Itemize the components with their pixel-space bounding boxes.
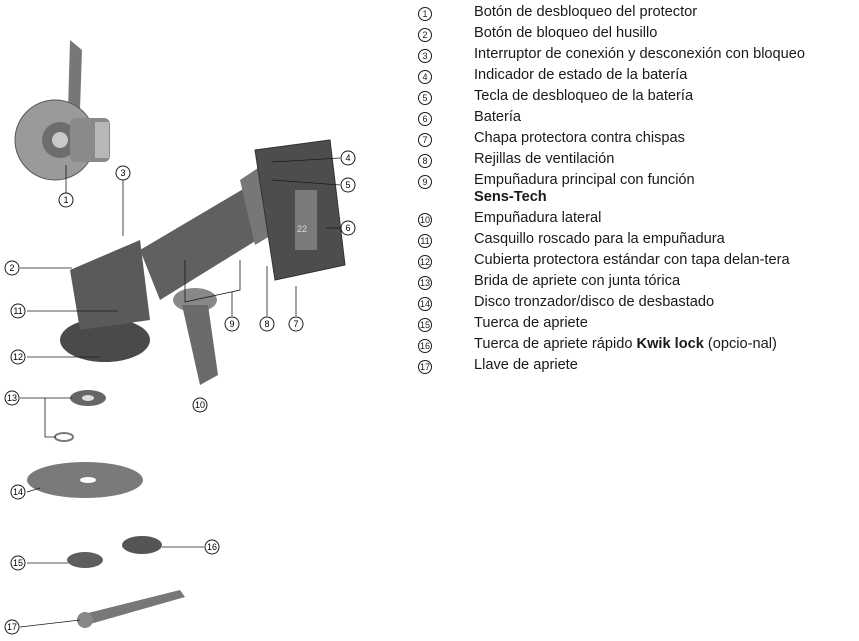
legend-number: 2 bbox=[418, 28, 432, 42]
legend-text: Batería bbox=[474, 109, 522, 125]
legend-number: 5 bbox=[418, 91, 432, 105]
grinder-body: 22 bbox=[60, 139, 346, 362]
battery-mark: 22 bbox=[297, 224, 307, 234]
side-handle bbox=[173, 288, 218, 385]
callout-6: 6 bbox=[345, 223, 350, 233]
legend-item: 10 Empuñadura lateral bbox=[418, 210, 850, 227]
callout-1: 1 bbox=[63, 195, 68, 205]
callout-13: 13 bbox=[7, 393, 17, 403]
legend-text: Indicador de estado de la batería bbox=[474, 67, 688, 83]
legend-text: Disco tronzador/disco de desbastado bbox=[474, 294, 715, 310]
callout-9: 9 bbox=[229, 319, 234, 329]
legend-item: 4 Indicador de estado de la batería bbox=[418, 67, 850, 84]
legend-item: 6 Batería bbox=[418, 109, 850, 126]
callout-11: 11 bbox=[13, 306, 22, 316]
callout-circles: 1 2 3 4 5 6 7 8 9 10 11 12 13 14 15 16 1… bbox=[4, 150, 356, 635]
callout-10: 10 bbox=[195, 400, 205, 410]
legend-item: 17 Llave de apriete bbox=[418, 357, 850, 374]
legend-number: 17 bbox=[418, 360, 432, 374]
legend-item: 3 Interruptor de conexión y desconexión c… bbox=[418, 46, 850, 63]
legend-text: Tuerca de apriete rápido bbox=[474, 336, 633, 352]
legend-text: Tuerca de apriete bbox=[474, 315, 588, 331]
legend-text: Botón de desbloqueo del protector bbox=[474, 4, 698, 20]
legend-text-after: (opcio-nal) bbox=[703, 336, 777, 352]
legend-item: 12 Cubierta protectora estándar con tapa … bbox=[418, 252, 850, 269]
legend-number: 8 bbox=[418, 154, 432, 168]
legend-number: 9 bbox=[418, 175, 432, 189]
legend-text: Brida de apriete con junta tórica bbox=[474, 273, 681, 289]
legend-text: Tecla de desbloqueo de la batería bbox=[474, 88, 694, 104]
legend-item: 14 Disco tronzador/disco de desbastado bbox=[418, 294, 850, 311]
legend-number: 11 bbox=[418, 234, 432, 248]
legend-bold-term: Kwik lock bbox=[636, 336, 704, 352]
legend-number: 13 bbox=[418, 276, 432, 290]
legend-text: Botón de bloqueo del husillo bbox=[474, 25, 658, 41]
legend-number: 15 bbox=[418, 318, 432, 332]
accessories bbox=[27, 390, 185, 628]
callout-17: 17 bbox=[7, 622, 17, 632]
legend-item: 1 Botón de desbloqueo del protector bbox=[418, 4, 850, 21]
legend-text: Casquillo roscado para la empuñadura bbox=[474, 231, 725, 247]
callout-labels bbox=[19, 157, 341, 628]
callout-12: 12 bbox=[13, 352, 23, 362]
legend-item: 13 Brida de apriete con junta tórica bbox=[418, 273, 850, 290]
legend-number: 3 bbox=[418, 49, 432, 63]
legend-item: 8 Rejillas de ventilación bbox=[418, 151, 850, 168]
callout-16: 16 bbox=[207, 542, 217, 552]
legend-item: 11 Casquillo roscado para la empuñadura bbox=[418, 231, 850, 248]
legend-bold-term: Sens-Tech bbox=[474, 189, 547, 205]
legend-number: 10 bbox=[418, 213, 432, 227]
legend-number: 1 bbox=[418, 7, 432, 21]
callout-2: 2 bbox=[9, 263, 14, 273]
legend-text: Empuñadura principal con función bbox=[474, 172, 695, 188]
legend-item: 5 Tecla de desbloqueo de la batería bbox=[418, 88, 850, 105]
legend-item: 15 Tuerca de apriete bbox=[418, 315, 850, 332]
guard-detail-view bbox=[14, 40, 110, 181]
legend-number: 14 bbox=[418, 297, 432, 311]
angle-grinder-drawing: 22 bbox=[4, 40, 356, 635]
legend-text: Llave de apriete bbox=[474, 357, 578, 373]
legend-text: Rejillas de ventilación bbox=[474, 151, 615, 167]
legend-text: Empuñadura lateral bbox=[474, 210, 602, 226]
legend-text: Chapa protectora contra chispas bbox=[474, 130, 685, 146]
legend-item: 16 Tuerca de apriete rápido Kwik lock (op… bbox=[418, 336, 850, 353]
callout-5: 5 bbox=[345, 180, 350, 190]
callout-4: 4 bbox=[345, 153, 350, 163]
callout-8: 8 bbox=[264, 319, 269, 329]
legend-number: 6 bbox=[418, 112, 432, 126]
callout-15: 15 bbox=[13, 558, 23, 568]
parts-legend: 1 Botón de desbloqueo del protector 2 Botó… bbox=[418, 4, 850, 378]
legend-text: Cubierta protectora estándar con tapa de… bbox=[474, 252, 790, 268]
product-illustration: 22 bbox=[0, 0, 400, 636]
legend-number: 4 bbox=[418, 70, 432, 84]
legend-number: 12 bbox=[418, 255, 432, 269]
legend-number: 16 bbox=[418, 339, 432, 353]
legend-text: Interruptor de conexión y desconexión co… bbox=[474, 46, 806, 62]
legend-item: 2 Botón de bloqueo del husillo bbox=[418, 25, 850, 42]
legend-number: 7 bbox=[418, 133, 432, 147]
callout-7: 7 bbox=[293, 319, 298, 329]
legend-item: 7 Chapa protectora contra chispas bbox=[418, 130, 850, 147]
callout-14: 14 bbox=[13, 487, 23, 497]
callout-3: 3 bbox=[120, 168, 125, 178]
